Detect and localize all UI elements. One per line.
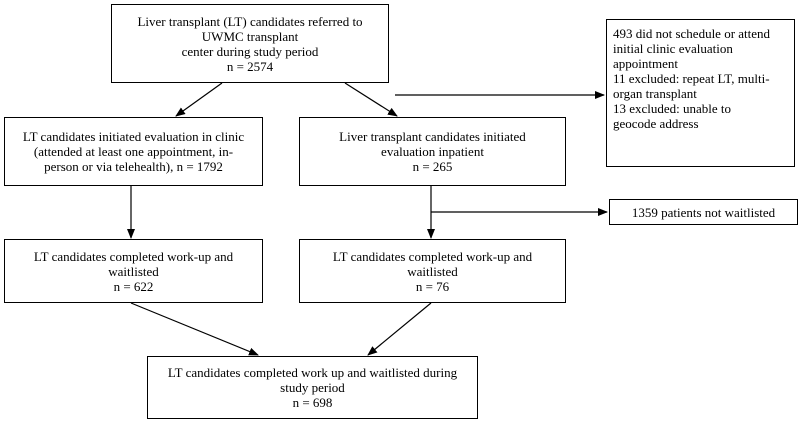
box-line: evaluation inpatient bbox=[381, 144, 484, 159]
box-line: n = 698 bbox=[292, 395, 333, 410]
box-line: n = 76 bbox=[415, 278, 450, 294]
box-line: n = 265 bbox=[412, 159, 453, 174]
box-waitlisted-clinic: LT candidates completed work-up and wait… bbox=[4, 239, 263, 303]
box-line: center during study period bbox=[181, 43, 319, 59]
box-line: LT candidates initiated evaluation in cl… bbox=[22, 129, 245, 144]
box-clinic-evaluation: LT candidates initiated evaluation in cl… bbox=[4, 117, 263, 186]
box-line: organ transplant bbox=[613, 86, 697, 101]
box-line: study period bbox=[280, 380, 345, 395]
box-line: 13 excluded: unable to bbox=[613, 101, 732, 116]
box-line: 493 did not schedule or attend bbox=[613, 26, 771, 41]
box-referred-candidates: Liver transplant (LT) candidates referre… bbox=[111, 4, 389, 83]
box-total-waitlisted: LT candidates completed work up and wait… bbox=[147, 356, 478, 419]
arrow-waitlisted-inpatient-to-total bbox=[367, 302, 432, 356]
box-line: Liver transplant (LT) candidates referre… bbox=[137, 13, 363, 44]
box-line: person or via telehealth), n = 1792 bbox=[44, 159, 223, 174]
box-line: waitlisted bbox=[407, 263, 458, 279]
box-line: waitlisted bbox=[108, 263, 159, 279]
box-excluded-candidates: 493 did not schedule or attend initial c… bbox=[606, 19, 795, 167]
arrow-referred-to-clinic bbox=[175, 82, 223, 117]
box-line: initial clinic evaluation bbox=[613, 41, 733, 56]
box-line: geocode address bbox=[613, 116, 699, 131]
box-line: (attended at least one appointment, in- bbox=[33, 144, 234, 159]
box-inpatient-evaluation: Liver transplant candidates initiated ev… bbox=[299, 117, 566, 186]
box-waitlisted-inpatient: LT candidates completed work-up and wait… bbox=[299, 239, 566, 303]
box-line: appointment bbox=[613, 56, 678, 71]
box-line: n = 2574 bbox=[226, 58, 274, 74]
box-line: LT candidates completed work-up and bbox=[332, 248, 533, 264]
box-not-waitlisted: 1359 patients not waitlisted bbox=[609, 199, 798, 225]
box-line: LT candidates completed work up and wait… bbox=[167, 365, 458, 380]
box-line: LT candidates completed work-up and bbox=[33, 248, 234, 264]
arrow-waitlisted-clinic-to-total bbox=[130, 302, 259, 356]
arrow-referred-to-inpatient bbox=[344, 82, 398, 117]
box-line: 11 excluded: repeat LT, multi- bbox=[613, 71, 770, 86]
box-line: n = 622 bbox=[113, 278, 154, 294]
box-line: Liver transplant candidates initiated bbox=[339, 129, 526, 144]
box-line: 1359 patients not waitlisted bbox=[631, 204, 776, 220]
